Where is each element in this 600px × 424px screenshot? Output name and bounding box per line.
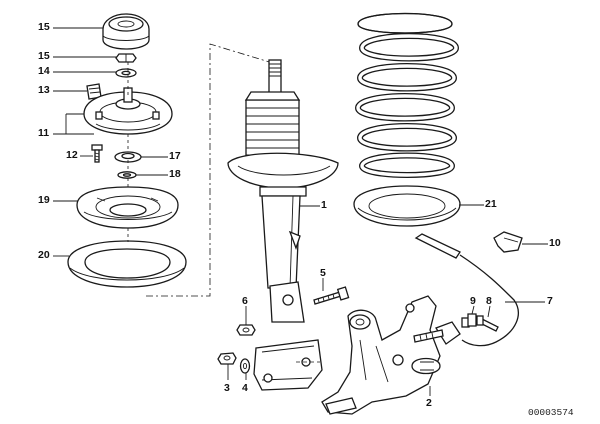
callout-15-nut[interactable]: 15 [38, 50, 50, 62]
callout-10[interactable]: 10 [549, 237, 561, 249]
callout-11[interactable]: 11 [38, 127, 50, 139]
callout-3[interactable]: 3 [224, 382, 230, 394]
bolt-2-part[interactable] [413, 329, 444, 343]
washer-part[interactable] [115, 68, 137, 78]
callout-17[interactable]: 17 [169, 150, 181, 162]
sensor-clip-part[interactable] [493, 231, 523, 253]
callout-8[interactable]: 8 [486, 295, 492, 307]
callout-14[interactable]: 14 [38, 65, 50, 77]
leader-lines [53, 27, 548, 396]
callout-15-top-cap[interactable]: 15 [38, 21, 50, 33]
steering-knuckle-part[interactable] [321, 295, 441, 415]
nut-6-part[interactable] [236, 324, 256, 336]
callout-19[interactable]: 19 [38, 194, 50, 206]
callout-20[interactable]: 20 [38, 249, 50, 261]
callout-12[interactable]: 12 [66, 149, 78, 161]
spacer-ring-part[interactable] [117, 171, 137, 179]
washer-4-part[interactable] [239, 358, 251, 374]
upper-spring-pad-part[interactable] [76, 186, 179, 229]
callout-9[interactable]: 9 [470, 295, 476, 307]
callout-5[interactable]: 5 [320, 267, 326, 279]
callout-6[interactable]: 6 [242, 295, 248, 307]
spring-seat-pad-part[interactable] [353, 185, 461, 227]
shock-absorber-strut-part[interactable] [227, 59, 339, 391]
lower-spring-pad-part[interactable] [67, 240, 187, 288]
screw-9-part[interactable] [467, 313, 477, 327]
nut-3-part[interactable] [217, 352, 237, 365]
bolt-5-part[interactable] [313, 286, 350, 305]
top-cap-part[interactable] [102, 13, 150, 50]
callout-18[interactable]: 18 [169, 168, 181, 180]
callout-21[interactable]: 21 [485, 198, 497, 210]
bump-stop-part[interactable] [86, 83, 102, 100]
bolt-8-part[interactable] [476, 315, 499, 332]
coil-spring-part[interactable] [355, 12, 460, 178]
callout-2[interactable]: 2 [426, 397, 432, 409]
upper-nut-part[interactable] [115, 53, 137, 63]
callout-4[interactable]: 4 [242, 382, 248, 394]
callout-13[interactable]: 13 [38, 84, 50, 96]
diagram-number: 00003574 [528, 407, 574, 418]
upper-strut-mount-part[interactable] [83, 87, 173, 135]
callout-1[interactable]: 1 [321, 199, 327, 211]
mount-bolt-part[interactable] [91, 144, 103, 163]
callout-7[interactable]: 7 [547, 295, 553, 307]
abs-sensor-part[interactable] [414, 233, 519, 347]
